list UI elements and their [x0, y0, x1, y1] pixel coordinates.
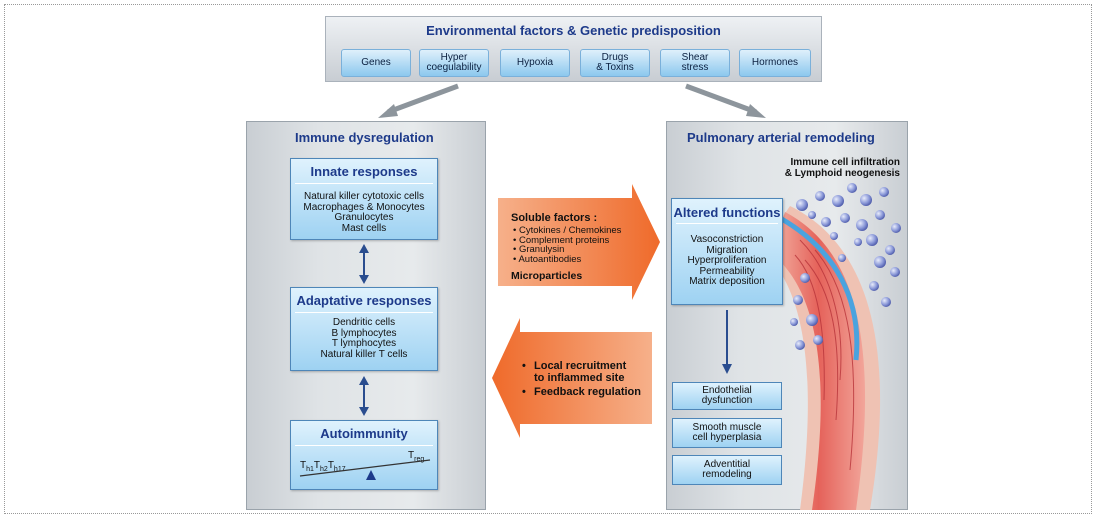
altered-item: Vasoconstriction: [690, 234, 764, 245]
autoimmunity-title: Autoimmunity: [320, 426, 408, 441]
microparticles-label: Microparticles: [511, 270, 583, 282]
factor-hypoxia: Hypoxia: [500, 49, 570, 77]
immune-cells: [790, 183, 901, 350]
innate-responses-box: Innate responses Natural killer cytotoxi…: [290, 158, 438, 240]
adaptive-items: Dendritic cells B lymphocytes T lymphocy…: [291, 317, 437, 360]
altered-item: Permeability: [699, 265, 755, 277]
factor-hormones: Hormones: [739, 49, 811, 77]
innate-item: Granulocytes: [334, 212, 394, 223]
th-subsets-label: Th1Th2Th17: [300, 460, 346, 473]
divider: [295, 183, 433, 184]
soluble-item: Complement proteins: [513, 235, 621, 246]
altered-item: Migration: [706, 244, 748, 256]
arrow-to-remodeling: [685, 83, 766, 118]
altered-item: Hyperproliferation: [687, 255, 767, 266]
muscle-cell-streaks: [794, 239, 855, 471]
adaptive-item: T lymphocytes: [331, 338, 397, 349]
divider: [295, 312, 433, 313]
figure-frame: [4, 4, 1092, 514]
divider: [676, 223, 778, 224]
immune-infiltration-label: Immune cell infiltration & Lymphoid neog…: [784, 157, 900, 179]
soluble-factors-title: Soluble factors :: [511, 212, 598, 224]
remodeling-title: Pulmonary arterial remodeling: [687, 130, 875, 145]
altered-item: Matrix deposition: [689, 276, 765, 287]
adaptive-item: Natural killer T cells: [320, 348, 408, 360]
autoimmunity-box: Autoimmunity: [290, 420, 438, 490]
soluble-item: Autoantibodies: [513, 254, 621, 265]
divider: [295, 445, 433, 446]
balance-scale: [299, 459, 431, 480]
innate-item: Mast cells: [341, 222, 387, 234]
arrow-to-immune: [378, 83, 459, 118]
innate-item: Macrophages & Monocytes: [303, 201, 425, 213]
factor-genes: Genes: [341, 49, 411, 77]
altered-items: Vasoconstriction Migration Hyperprolifer…: [672, 234, 782, 288]
environmental-factors-box: Environmental factors & Genetic predispo…: [325, 16, 822, 82]
adaptive-responses-title: Adaptative responses: [296, 293, 432, 308]
artery-endothelium: [778, 215, 860, 361]
innate-item: Natural killer cytotoxic cells: [303, 191, 425, 202]
factor-drugs-toxins: Drugs& Toxins: [580, 49, 650, 77]
soluble-item: Granulysin: [513, 245, 621, 255]
feedback-item-regulation: Feedback regulation: [522, 386, 641, 398]
artery-muscle-layer: [772, 212, 866, 510]
environmental-factors-title: Environmental factors & Genetic predispo…: [426, 23, 721, 38]
altered-functions-title: Altered functions: [673, 205, 781, 220]
innate-responses-title: Innate responses: [310, 164, 418, 179]
adaptive-responses-box: Adaptative responses Dendritic cells B l…: [290, 287, 438, 371]
adaptive-item: Dendritic cells: [332, 317, 396, 328]
treg-label: Treg: [408, 450, 425, 463]
soluble-item: Cytokines / Chemokines: [513, 226, 621, 236]
innate-items: Natural killer cytotoxic cells Macrophag…: [291, 191, 437, 234]
double-arrow-adaptive-autoimmunity: [359, 376, 369, 416]
immune-dysregulation-title: Immune dysregulation: [295, 130, 434, 145]
altered-functions-box: Altered functions Vasoconstriction Migra…: [671, 198, 783, 305]
adaptive-item: B lymphocytes: [331, 327, 397, 339]
soluble-factors-list: Cytokines / Chemokines Complement protei…: [513, 226, 621, 264]
double-arrow-innate-adaptive: [359, 244, 369, 284]
